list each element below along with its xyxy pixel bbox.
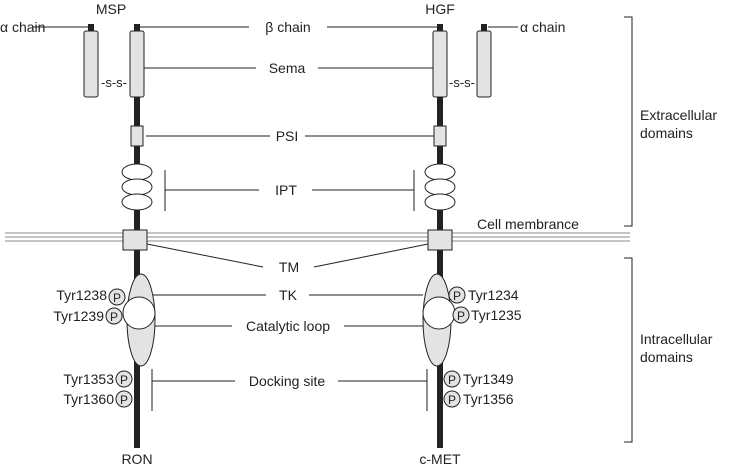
intracellular-domains-line-2: domains xyxy=(640,349,693,365)
ron-tyr-tk-2: Tyr1239 xyxy=(53,308,104,324)
docking-site-label: Docking site xyxy=(249,373,325,389)
cmet-p-tk-2: P xyxy=(457,309,465,323)
cmet-p-dock-2: P xyxy=(448,393,456,407)
cmet-tyr-dock-1: Tyr1349 xyxy=(463,371,514,387)
catalytic-loop-label: Catalytic loop xyxy=(246,318,330,334)
cmet-p-tk-1: P xyxy=(453,289,461,303)
domain-brackets xyxy=(624,16,633,443)
ron-receptor xyxy=(83,24,156,448)
ron-p-tk-1: P xyxy=(113,291,121,305)
psi-label: PSI xyxy=(276,128,299,144)
cmet-phospho-dock-1 xyxy=(443,370,461,388)
cmet-receptor xyxy=(422,24,492,448)
cmet-phospho-dock-2 xyxy=(443,390,461,408)
ron-p-dock-1: P xyxy=(120,373,128,387)
cmet-phospho-tk-1 xyxy=(448,286,466,304)
cmet-tyr-tk-1: Tyr1234 xyxy=(468,287,519,303)
intracellular-bracket xyxy=(624,257,633,443)
ron-tyr-tk-1: Tyr1238 xyxy=(56,287,107,303)
ipt-label: IPT xyxy=(275,182,297,198)
extracellular-domains-line-2: domains xyxy=(640,125,693,141)
ron-ipt-3 xyxy=(121,193,153,211)
cmet-ipt-3 xyxy=(424,193,456,211)
ron-sema-domain xyxy=(129,30,145,98)
sema-label: Sema xyxy=(269,60,306,76)
ron-p-tk-2: P xyxy=(110,310,118,324)
cmet-tyr-dock-2: Tyr1356 xyxy=(463,391,514,407)
cmet-ipt-1 xyxy=(424,163,456,181)
cell-membrane xyxy=(5,232,630,242)
tk-label: TK xyxy=(279,287,298,303)
cmet-phospho-tk-2 xyxy=(452,306,470,324)
ron-disulfide-label: -s-s- xyxy=(101,75,127,90)
extracellular-domains-line-1: Extracellular xyxy=(640,107,717,123)
ron-tyr-dock-1: Tyr1353 xyxy=(63,371,114,387)
ron-phospho-tk-1 xyxy=(108,288,126,306)
cmet-alpha-chain-label: α chain xyxy=(520,19,565,35)
ron-phospho-tk-2 xyxy=(105,307,123,325)
ron-alpha-chain-label: α chain xyxy=(0,19,45,35)
connector-lines xyxy=(33,26,518,411)
ron-ipt-1 xyxy=(121,163,153,181)
extracellular-bracket xyxy=(624,16,633,227)
ron-ligand-label: MSP xyxy=(96,1,126,17)
cmet-receptor-label: c-MET xyxy=(419,451,461,467)
intracellular-domains-line-1: Intracellular xyxy=(640,331,713,347)
ron-tyr-dock-2: Tyr1360 xyxy=(63,391,114,407)
ron-phospho-dock-1 xyxy=(115,370,133,388)
ron-ipt-2 xyxy=(121,178,153,196)
cmet-p-dock-1: P xyxy=(448,373,456,387)
cmet-disulfide-label: -s-s- xyxy=(449,75,475,90)
ron-psi-domain xyxy=(130,125,144,147)
membrane-label: Cell membrance xyxy=(477,216,579,232)
cmet-sema-domain xyxy=(432,30,448,98)
cmet-ipt-2 xyxy=(424,178,456,196)
ron-phospho-dock-2 xyxy=(115,390,133,408)
cmet-ligand-label: HGF xyxy=(425,1,455,17)
cmet-catalytic-loop xyxy=(422,296,456,330)
ron-alpha-chain-box xyxy=(83,30,99,98)
cmet-tyr-tk-2: Tyr1235 xyxy=(471,307,522,323)
cmet-psi-domain xyxy=(433,125,447,147)
ron-tm-domain xyxy=(122,229,148,251)
cmet-tm-domain xyxy=(427,229,453,251)
cmet-alpha-chain-box xyxy=(476,30,492,98)
ron-p-dock-2: P xyxy=(120,393,128,407)
ron-catalytic-loop xyxy=(122,296,156,330)
ron-receptor-label: RON xyxy=(121,451,152,467)
tm-label: TM xyxy=(279,259,299,275)
beta-chain-label: β chain xyxy=(265,19,310,35)
